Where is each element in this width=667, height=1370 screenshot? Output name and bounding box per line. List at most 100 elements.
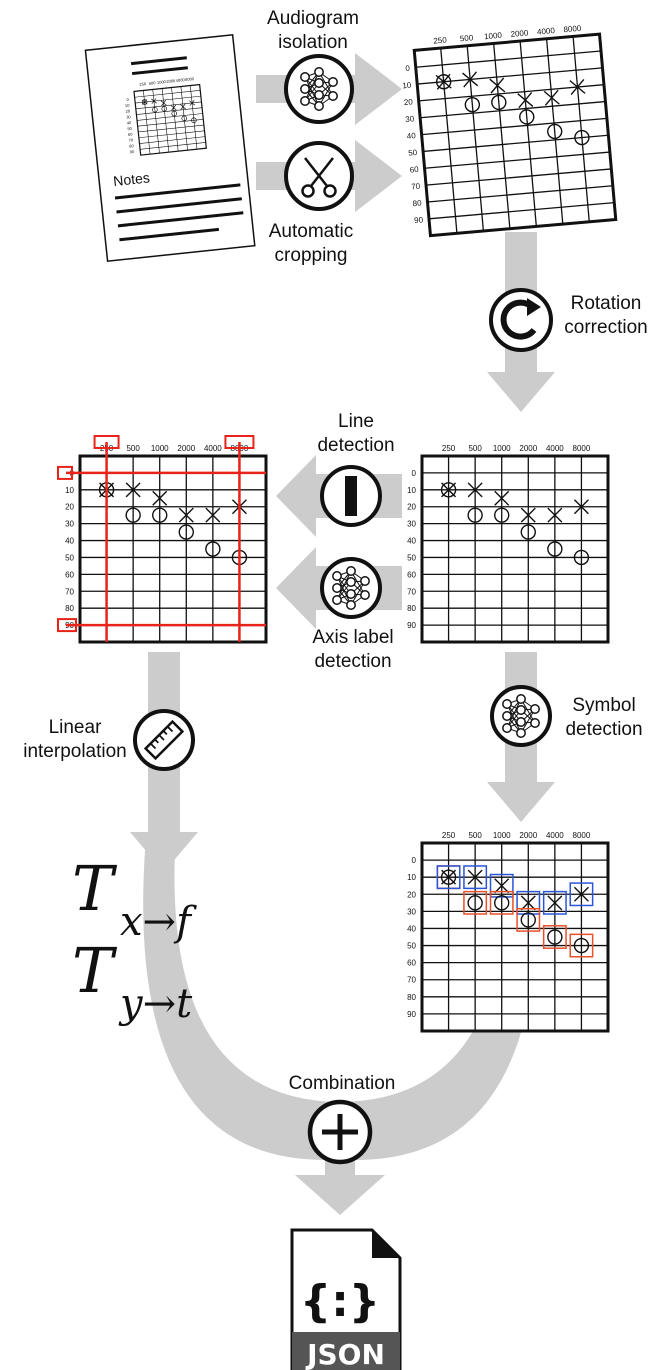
level-tick-label: 10 [65,486,74,495]
json-label: JSON [305,1338,385,1370]
audiogram-frame [420,841,610,1033]
level-tick-label: 60 [65,570,74,579]
detection-box [542,890,567,915]
right-ear-circle-symbol [547,541,563,557]
frequency-tick-label: 500 [468,444,482,453]
audiogram-frame [133,83,207,156]
level-tick-label: 20 [407,503,416,512]
level-tick-label: 40 [406,131,416,141]
detection-box [463,890,488,915]
scissors-icon [284,141,354,211]
level-tick-label: 30 [405,114,415,124]
level-tick-label: 70 [407,976,416,985]
detection-box [542,925,567,949]
frequency-tick-label: 2000 [177,444,195,453]
svg-text:y→t: y→t [118,981,193,1027]
right-ear-circle-symbol [191,117,197,124]
right-ear-circle-symbol [573,549,590,566]
line-detected-audiogram: 2505001000200040008000010203040506070809… [57,435,268,644]
detected-axis-label-box [93,435,120,449]
level-tick-label: 80 [65,604,74,613]
frequency-tick-label: 8000 [563,24,582,35]
level-tick-label: 30 [407,907,416,916]
level-tick-label: 30 [407,520,416,529]
frequency-tick-label: 500 [148,80,156,86]
detection-box [489,890,514,915]
right-ear-circle-symbol [171,110,177,117]
level-tick-label: 80 [407,993,416,1002]
detection-box [569,882,594,907]
plus-icon [307,1099,373,1165]
right-ear-circle-symbol [152,106,158,113]
level-tick-label: 50 [407,942,416,951]
frequency-tick-label: 4000 [546,831,564,840]
level-tick-label: 80 [407,604,416,613]
frequency-tick-label: 250 [139,81,147,87]
right-ear-circle-symbol [547,929,563,945]
neural-network-icon [284,54,354,124]
right-ear-circle-symbol [494,507,510,523]
level-tick-label: 20 [65,503,74,512]
right-ear-circle-symbol [573,937,590,954]
right-ear-circle-symbol [467,507,483,523]
line-detection-icon [320,465,382,527]
level-tick-label: 70 [407,587,416,596]
ruler-icon [133,709,195,771]
right-ear-circle-symbol [519,109,535,125]
level-tick-label: 0 [412,856,417,865]
right-ear-circle-symbol [520,524,536,540]
arrow-combination-curve [143,850,537,1215]
json-glyph: {:} [300,1276,380,1327]
frequency-tick-label: 4000 [204,444,222,453]
detected-axis-label-box [57,618,77,633]
frequency-tick-label: 4000 [176,77,186,83]
neural-network-icon [490,685,552,747]
json-label-bar [292,1332,400,1370]
right-ear-circle-symbol [464,96,481,113]
json-file-icon: {:} JSON [290,1228,402,1370]
frequency-tick-label: 500 [459,33,474,43]
formula-y-to-t: T y→t [72,934,193,1027]
frequency-tick-label: 250 [433,35,448,45]
level-tick-label: 80 [129,143,135,149]
level-tick-label: 10 [402,81,412,91]
right-ear-circle-symbol [152,507,168,523]
right-ear-circle-symbol [547,123,563,140]
right-ear-circle-symbol [440,482,457,498]
right-ear-circle-symbol [435,74,452,90]
detection-box [569,933,594,958]
frequency-tick-label: 1000 [493,444,511,453]
level-tick-label: 0 [126,97,130,102]
level-tick-label: 10 [407,486,416,495]
detection-box [436,865,461,890]
formula-x-to-f: T x→f [72,852,197,945]
level-tick-label: 30 [126,114,132,120]
detected-axis-label-box [224,435,255,449]
right-ear-circle-symbol [467,895,483,911]
level-tick-label: 40 [407,924,416,933]
right-ear-circle-symbol [491,94,507,111]
frequency-tick-label: 4000 [546,444,564,453]
level-tick-label: 50 [127,126,133,132]
audiogram-frame [420,454,610,644]
frequency-tick-label: 1000 [493,831,511,840]
level-tick-label: 90 [130,149,136,155]
frequency-tick-label: 4000 [537,26,556,37]
svg-text:T: T [72,852,118,925]
frequency-tick-label: 8000 [573,444,591,453]
level-tick-label: 80 [412,198,422,208]
level-tick-label: 90 [407,621,416,630]
detection-box [516,890,541,915]
level-tick-label: 20 [125,108,131,114]
frequency-tick-label: 2000 [510,28,529,39]
level-tick-label: 40 [407,537,416,546]
